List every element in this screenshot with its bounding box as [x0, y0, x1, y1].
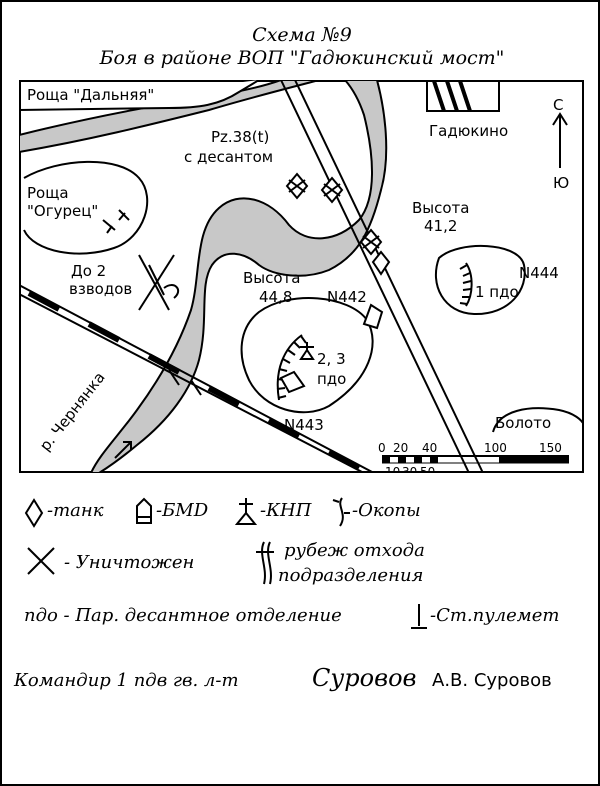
label-tank-type: Pz.38(t) — [211, 128, 269, 146]
battle-map: С Ю — [19, 80, 584, 473]
label-n442: N442 — [327, 288, 367, 306]
legend-retreat-unit: подразделения — [278, 565, 424, 586]
swamp-contour — [492, 407, 584, 433]
trench-ticks — [276, 335, 307, 399]
label-pdo23-unit: пдо — [317, 370, 346, 388]
label-swamp: Болото — [495, 414, 551, 432]
scheme-subtitle: Боя в районе ВОП "Гадюкинский мост" — [99, 47, 505, 69]
legend-knp: -КНП — [260, 500, 312, 521]
label-height-44-8: Высота — [243, 269, 301, 287]
road-right — [294, 80, 484, 473]
tank-icon — [24, 498, 44, 528]
bmd-icon — [279, 303, 384, 394]
label-height-41-2-value: 41,2 — [424, 217, 457, 235]
label-grove-far: Роща "Дальняя" — [27, 86, 154, 104]
scale-tick: 10 — [385, 465, 400, 473]
label-grove-ogurets-name: "Огурец" — [27, 202, 98, 220]
label-n444: N444 — [519, 264, 559, 282]
label-grove-ogurets: Роща — [27, 184, 69, 202]
legend-mg: -Ст.пулемет — [430, 605, 560, 626]
river-flow-arrow-icon — [114, 441, 132, 459]
label-tank-troops: с десантом — [184, 148, 273, 166]
label-enemy-unit: взводов — [69, 280, 132, 298]
north-arrow-icon — [552, 112, 568, 168]
scale-tick: 150 — [539, 441, 562, 455]
scale-tick: 50 — [420, 465, 435, 473]
legend-tank: -танк — [47, 500, 104, 521]
destroyed-icon — [27, 547, 55, 575]
village-block — [426, 80, 500, 112]
trench-ticks — [459, 264, 472, 305]
river — [19, 80, 388, 473]
scale-tick: 100 — [484, 441, 507, 455]
label-height-41-2: Высота — [412, 199, 470, 217]
rail-bridge-mark — [168, 369, 180, 386]
trench-icon — [332, 497, 350, 527]
road-left — [280, 80, 470, 473]
label-enemy-count: До 2 — [71, 262, 106, 280]
commander-signature: Суровов — [312, 664, 417, 692]
scale-tick: 30 — [402, 465, 417, 473]
legend-trench: -Окопы — [352, 500, 421, 521]
label-village: Гадюкино — [429, 122, 508, 140]
enemy-destroyed-icon — [138, 254, 180, 311]
label-height-44-8-value: 44,8 — [259, 288, 292, 306]
south-label: Ю — [553, 174, 569, 192]
scale-tick: 20 — [393, 441, 408, 455]
knp-icon — [234, 498, 258, 525]
retreat-line-icon — [256, 541, 274, 585]
scale-tick: 40 — [422, 441, 437, 455]
scheme-title: Схема №9 — [252, 24, 352, 46]
bmd-icon — [136, 497, 152, 524]
rail-bridge-mark — [190, 379, 202, 396]
grove-far — [19, 80, 260, 111]
railway — [19, 284, 375, 473]
grove-ogurets — [23, 160, 149, 255]
trench-line — [276, 334, 303, 401]
machine-gun-icon — [102, 209, 130, 234]
label-n443: N443 — [284, 416, 324, 434]
height-44-8-contour — [240, 297, 374, 414]
commander-title: Командир 1 пдв гв. л-т — [14, 670, 239, 691]
trench-line — [465, 262, 473, 307]
legend-retreat: рубеж отхода — [284, 540, 425, 561]
scale-bar — [382, 455, 569, 464]
scale-tick: 0 — [378, 441, 386, 455]
label-river: р. Чернянка — [36, 369, 109, 455]
north-label: С — [553, 96, 563, 114]
legend-bmd: -БМD — [156, 500, 209, 521]
machine-gun-icon — [411, 604, 427, 629]
label-pdo1: 1 пдо — [475, 283, 519, 301]
tank-destroyed-icon — [285, 172, 391, 276]
label-pdo23: 2, 3 — [317, 350, 346, 368]
knp-icon — [299, 342, 315, 360]
commander-name: А.В. Суровов — [432, 670, 552, 691]
legend-pdo: пдо - Пар. десантное отделение — [24, 605, 342, 626]
legend-destroyed: - Уничтожен — [64, 552, 195, 573]
height-41-2-contour — [434, 244, 526, 316]
